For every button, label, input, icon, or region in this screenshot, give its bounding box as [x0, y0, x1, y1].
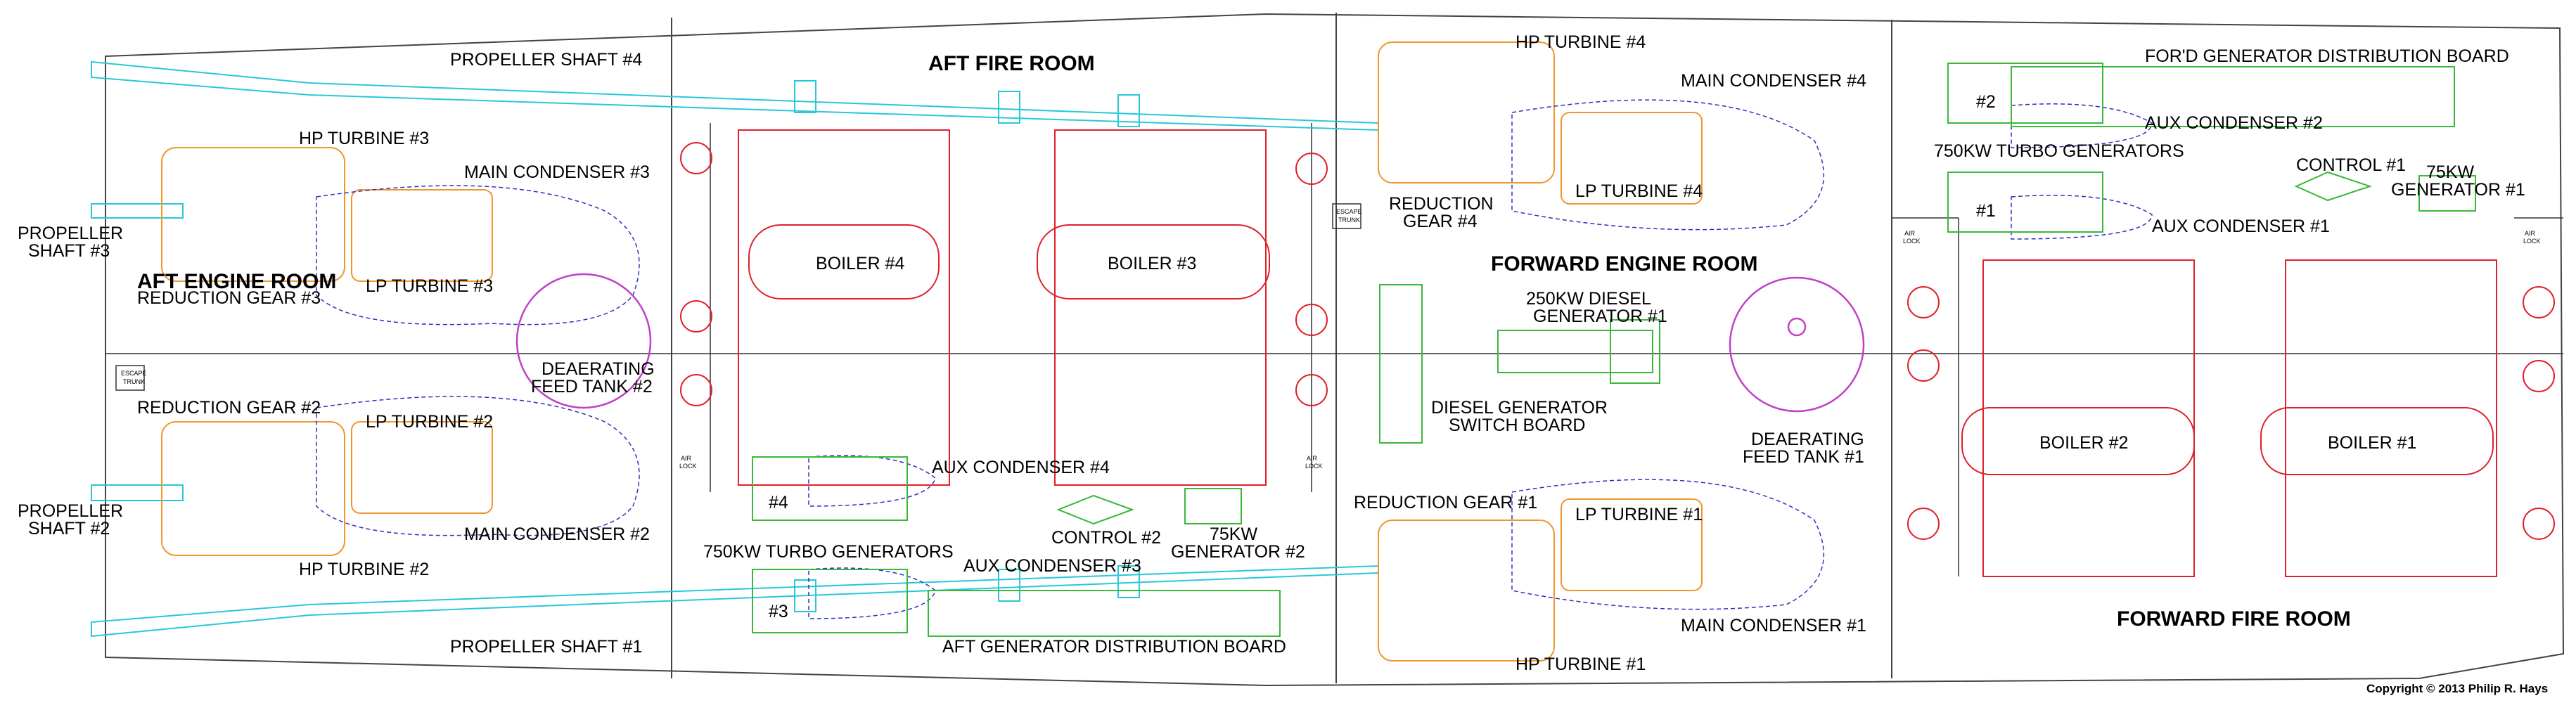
- boiler-4-label: BOILER #4: [816, 254, 905, 273]
- 75kw-generator-1-label-1: 75KW: [2426, 162, 2474, 182]
- lp-turbine-1-label: LP TURBINE #1: [1575, 505, 1703, 524]
- aux-condenser-1-label: AUX CONDENSER #1: [2152, 217, 2330, 236]
- propeller-shaft-2: [91, 484, 184, 501]
- propeller-shaft-4: [91, 60, 1379, 131]
- generator-3-tag: #3: [769, 602, 788, 621]
- hp-turbine-3-label: HP TURBINE #3: [299, 129, 429, 148]
- reduction-gear-3-label: REDUCTION GEAR #3: [137, 288, 321, 308]
- air-lock-4-label: AIR: [2525, 230, 2536, 237]
- deaerating-feed-tank-2: [515, 273, 652, 409]
- air-lock-1-label: AIR: [681, 455, 692, 462]
- air-lock-2-label: AIR: [1307, 455, 1318, 462]
- hull-outline: [105, 13, 2565, 687]
- lp-turbine-2-label: LP TURBINE #2: [366, 412, 493, 432]
- propeller-shaft-1-label: PROPELLER SHAFT #1: [450, 637, 642, 657]
- diesel-generator-switch-board: [1379, 284, 1423, 444]
- control-1: [2294, 171, 2373, 202]
- turbo-generators-aft-label: 750KW TURBO GENERATORS: [703, 542, 954, 562]
- hp-turbine-2-label: HP TURBINE #2: [299, 560, 429, 579]
- aux-condenser-3-label: AUX CONDENSER #3: [963, 556, 1141, 576]
- aux-condenser-4-label: AUX CONDENSER #4: [932, 458, 1110, 477]
- generators: [752, 63, 2476, 637]
- diesel-switch-board-label-2: SWITCH BOARD: [1449, 415, 1585, 435]
- copyright-notice: Copyright © 2013 Philip R. Hays: [2366, 682, 2548, 695]
- forward-fire-room-title: FORWARD FIRE ROOM: [2117, 607, 2351, 631]
- deaerating-feed-tank-1-label-1: DEAERATING: [1751, 430, 1864, 449]
- fwd-distribution-board-label: FOR'D GENERATOR DISTRIBUTION BOARD: [2145, 46, 2509, 66]
- generator-1-tag: #1: [1976, 201, 1996, 221]
- reduction-gear-2-label: REDUCTION GEAR #2: [137, 398, 321, 418]
- diesel-generator-1: [1497, 330, 1653, 373]
- 75kw-generator-1-label-2: GENERATOR #1: [2391, 180, 2525, 200]
- boiler-3-label: BOILER #3: [1108, 254, 1196, 273]
- boilers: [680, 129, 2555, 577]
- boiler-2: [1982, 259, 2195, 577]
- hp-turbine-1-label: HP TURBINE #1: [1516, 654, 1646, 674]
- main-condenser-4-label: MAIN CONDENSER #4: [1681, 71, 1866, 91]
- air-lock-2-label-2: LOCK: [1305, 463, 1323, 470]
- air-lock-4-label-2: LOCK: [2523, 238, 2541, 245]
- propeller-shaft-3-label-2: SHAFT #3: [28, 241, 110, 261]
- boiler-1: [2285, 259, 2497, 577]
- propeller-shaft-2-label-1: PROPELLER: [18, 501, 123, 521]
- propeller-shaft-3: [91, 203, 184, 219]
- reduction-gear-1-label: REDUCTION GEAR #1: [1354, 493, 1537, 512]
- air-lock-1-label-2: LOCK: [679, 463, 697, 470]
- boiler-3: [1054, 129, 1267, 486]
- 75kw-generator-2-label-2: GENERATOR #2: [1171, 542, 1305, 562]
- aft-fire-room-title: AFT FIRE ROOM: [928, 52, 1095, 75]
- lp-turbine-3-label: LP TURBINE #3: [366, 276, 493, 296]
- access-markers: ESCAPE TRUNK ESCAPE TRUNK AIR LOCK AIR L…: [115, 203, 2541, 470]
- aft-distribution-board-label: AFT GENERATOR DISTRIBUTION BOARD: [942, 637, 1286, 657]
- generator-4-tag: #4: [769, 493, 788, 512]
- lp-turbine-4-label: LP TURBINE #4: [1575, 181, 1703, 201]
- propeller-shaft-2-label-2: SHAFT #2: [28, 519, 110, 538]
- aux-condenser-2-label: AUX CONDENSER #2: [2145, 113, 2323, 133]
- main-condenser-2-label: MAIN CONDENSER #2: [464, 524, 650, 544]
- hp-turbine-4-label: HP TURBINE #4: [1516, 32, 1646, 52]
- forward-engine-room-title: FORWARD ENGINE ROOM: [1491, 252, 1757, 276]
- control-2: [1056, 494, 1134, 525]
- escape-trunk-fwd-label: ESCAPE: [1336, 208, 1362, 215]
- generator-2-tag: #2: [1976, 92, 1996, 112]
- 75kw-generator-2-label-1: 75KW: [1210, 524, 1257, 544]
- propeller-shaft-1: [91, 565, 1379, 638]
- control-2-label: CONTROL #2: [1051, 528, 1161, 548]
- air-lock-3-label: AIR: [1904, 230, 1916, 237]
- propeller-shaft-3-label-1: PROPELLER: [18, 224, 123, 243]
- main-condenser-3-label: MAIN CONDENSER #3: [464, 162, 650, 182]
- diesel-generator-label-2: GENERATOR #1: [1533, 307, 1667, 326]
- propeller-shaft-4-label: PROPELLER SHAFT #4: [450, 50, 642, 70]
- escape-trunk-aft-label-2: TRUNK: [123, 378, 145, 385]
- deaerating-feed-tank-2-label-1: DEAERATING: [542, 359, 655, 379]
- air-lock-3-label-2: LOCK: [1903, 238, 1921, 245]
- deaerating-feed-tank-1: [1729, 276, 1865, 413]
- deaerating-feed-tank-2-label-2: FEED TANK #2: [531, 377, 653, 396]
- aft-generator-distribution-board: [928, 590, 1281, 637]
- fwd-generator-distribution-board: [2011, 66, 2455, 127]
- turbine-assemblies: [161, 41, 1703, 662]
- escape-trunk-fwd-label-2: TRUNK: [1338, 217, 1360, 224]
- reduction-gear-4-label-1: REDUCTION: [1389, 194, 1494, 214]
- aft-engine-room-title: AFT ENGINE ROOM: [137, 270, 336, 293]
- control-1-label: CONTROL #1: [2296, 155, 2406, 175]
- turbo-generators-fwd-label: 750KW TURBO GENERATORS: [1934, 141, 2184, 161]
- boiler-4: [738, 129, 950, 486]
- escape-trunk-aft-label: ESCAPE: [121, 370, 147, 377]
- diesel-switch-board-label-1: DIESEL GENERATOR: [1431, 398, 1608, 418]
- diesel-generator-label-1: 250KW DIESEL: [1526, 289, 1651, 309]
- boiler-2-label: BOILER #2: [2039, 433, 2128, 453]
- main-condenser-1-label: MAIN CONDENSER #1: [1681, 616, 1866, 636]
- deaerating-feed-tanks: [515, 273, 1865, 413]
- reduction-gear-4-label-2: GEAR #4: [1403, 212, 1478, 231]
- boiler-1-label: BOILER #1: [2328, 433, 2416, 453]
- deaerating-feed-tank-1-label-2: FEED TANK #1: [1743, 447, 1864, 467]
